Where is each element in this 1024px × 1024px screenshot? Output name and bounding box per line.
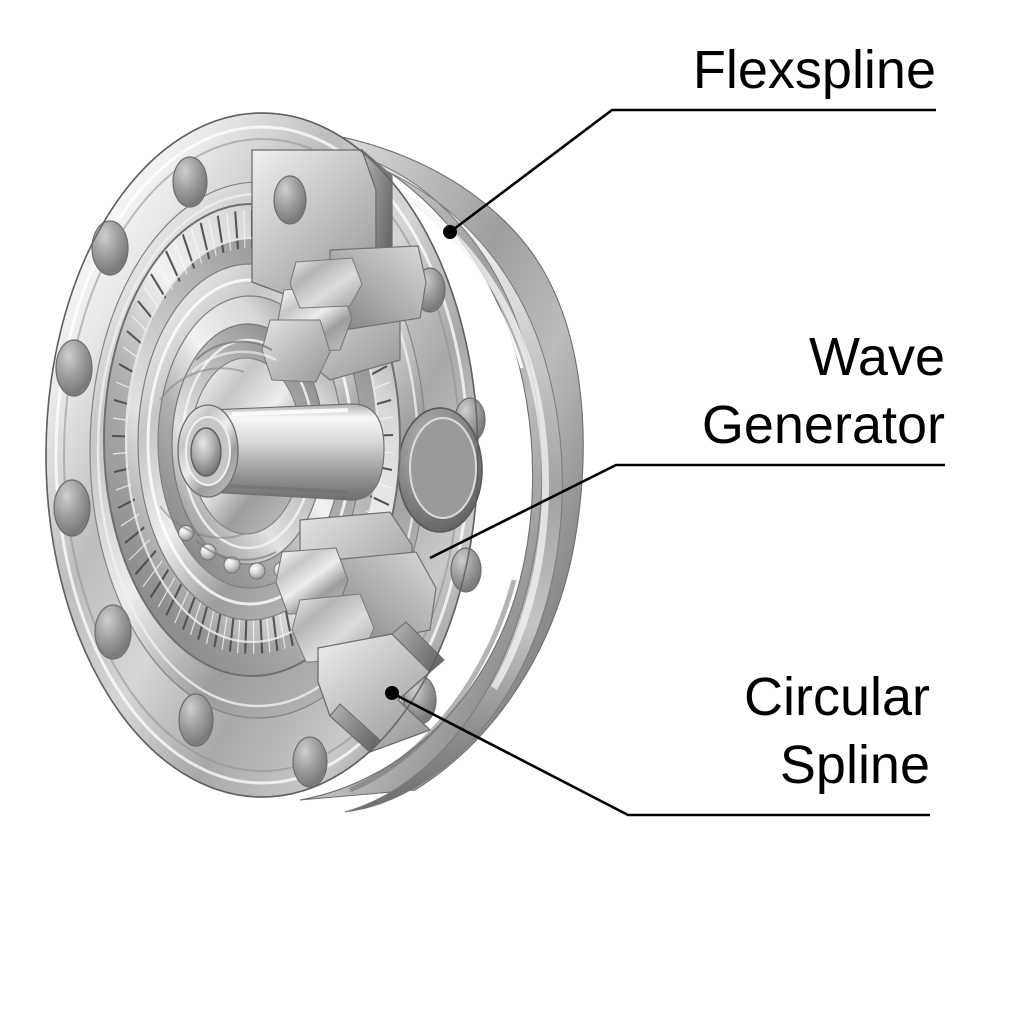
circular-spline-wedge-side bbox=[391, 621, 445, 673]
circular-spline-wedge-side-2 bbox=[329, 703, 381, 753]
wedge-step-d bbox=[261, 319, 331, 383]
bolt-hole bbox=[172, 156, 208, 208]
bolt-hole bbox=[53, 479, 91, 537]
flexspline-label: Flexspline bbox=[693, 40, 936, 100]
circular-spline-leader-line bbox=[391, 691, 930, 817]
bearing-ball bbox=[223, 556, 241, 574]
bolt-hole bbox=[178, 693, 214, 747]
bearing-ball bbox=[248, 562, 266, 580]
callout-circular-spline[interactable]: Circular Spline bbox=[385, 667, 930, 817]
wave-generator-leader-line bbox=[429, 463, 945, 560]
bolt-hole bbox=[292, 736, 328, 788]
central-shaft bbox=[177, 403, 385, 501]
flexspline-leader-line bbox=[449, 108, 936, 234]
callout-flexspline[interactable]: Flexspline bbox=[443, 40, 936, 239]
bolt-hole bbox=[94, 604, 132, 660]
bolt-hole bbox=[91, 220, 129, 276]
harmonic-drive-assembly bbox=[45, 112, 584, 813]
circular-spline-label-line2: Spline bbox=[780, 735, 930, 795]
bolt-hole bbox=[55, 339, 93, 397]
shaft-barrel bbox=[207, 403, 385, 501]
circular-spline-leader-dot bbox=[385, 686, 399, 700]
callout-wave-generator[interactable]: Wave Generator bbox=[429, 327, 945, 560]
cutaway-wedge-top bbox=[251, 148, 427, 383]
barrel-shadow bbox=[349, 579, 517, 793]
wedge-step-e bbox=[289, 257, 363, 309]
internal-detail-arcs bbox=[159, 340, 277, 561]
barrel-wall bbox=[277, 144, 563, 813]
shaft-bore bbox=[190, 427, 222, 477]
large-through-hole-inner bbox=[409, 417, 477, 519]
flexspline-leader-dot bbox=[443, 225, 457, 239]
shaft-shadow bbox=[229, 484, 349, 494]
cutaway-wedge-bottom bbox=[275, 511, 445, 753]
flange-outline bbox=[45, 112, 479, 798]
wave-generator-label-line2: Generator bbox=[702, 395, 945, 455]
shaft-highlight bbox=[231, 408, 349, 416]
wedge-bolt-hole bbox=[273, 175, 307, 225]
circular-spline-label-line1: Circular bbox=[744, 667, 930, 727]
wave-generator-label-line1: Wave bbox=[809, 327, 945, 387]
